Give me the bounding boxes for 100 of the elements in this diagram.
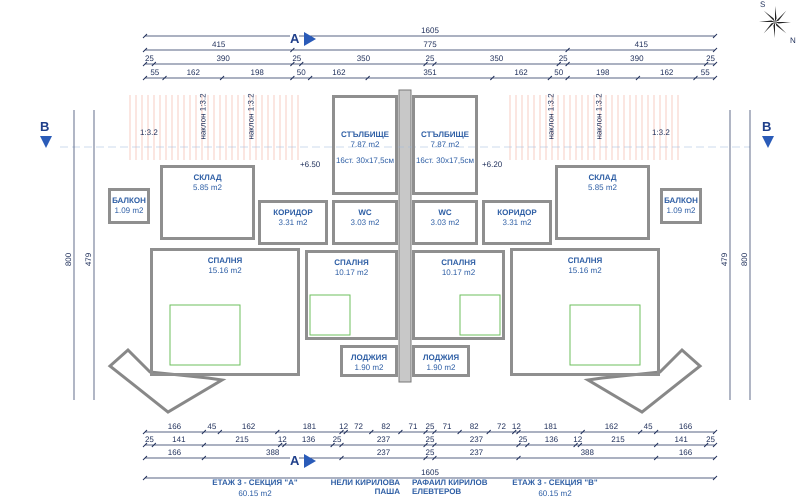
balcony bbox=[108, 188, 150, 224]
room-area: 3.03 m2 bbox=[350, 218, 380, 228]
dimension-text: 237 bbox=[468, 448, 484, 457]
dimension-text: 72 bbox=[353, 422, 364, 431]
stair-note: 16ст. 30x17,5см bbox=[416, 156, 474, 166]
dimension-text: 55 bbox=[149, 68, 160, 77]
room-name: WC bbox=[358, 208, 372, 218]
dimension-text: 25 bbox=[424, 448, 436, 457]
slope-label: наклон 1:3.2 bbox=[246, 93, 256, 140]
dimension-text: 71 bbox=[408, 422, 418, 431]
owner-name: НЕЛИ КИРИЛОВА ПАША bbox=[330, 478, 400, 496]
room-area: 3.03 m2 bbox=[430, 218, 460, 228]
section-marker-letter: B bbox=[40, 120, 50, 134]
dimension-text: 215 bbox=[610, 435, 626, 444]
room-name: WC bbox=[438, 208, 452, 218]
dimension-text: 388 bbox=[580, 448, 595, 457]
section-marker-letter: B bbox=[762, 120, 772, 134]
bedroom bbox=[150, 248, 300, 376]
dimension-text: 162 bbox=[331, 68, 347, 77]
dimension-text: 136 bbox=[300, 435, 316, 444]
owner-name: РАФАИЛ КИРИЛОВ ЕЛЕВТЕРОВ bbox=[412, 478, 489, 496]
room-name: ЛОДЖИЯ bbox=[350, 353, 388, 363]
room-name: БАЛКОН bbox=[664, 196, 698, 206]
bedroom bbox=[305, 250, 398, 340]
dimension-text: 136 bbox=[544, 435, 560, 444]
dimension-text: 82 bbox=[380, 422, 392, 431]
room-name: ЛОДЖИЯ bbox=[422, 353, 460, 363]
dimension-text: 12 bbox=[510, 422, 522, 431]
dimension-text: 775 bbox=[422, 40, 438, 49]
dimension-text: 181 bbox=[302, 422, 318, 431]
dimension-text: 800 bbox=[740, 252, 750, 266]
dimension-text: 415 bbox=[634, 40, 649, 49]
slope-label: наклон 1:3.2 bbox=[198, 93, 208, 140]
dimension-text: 25 bbox=[291, 54, 302, 63]
dimension-text: 162 bbox=[659, 68, 674, 77]
area-text: 60.15 m2 bbox=[537, 489, 573, 498]
room-name: СТЪЛБИЩЕ bbox=[340, 130, 390, 140]
dimension-text: 72 bbox=[496, 422, 507, 431]
dimension-text: 162 bbox=[186, 68, 201, 77]
dimension-text: 1605 bbox=[420, 468, 440, 477]
dimension-text: 181 bbox=[542, 422, 558, 431]
dimension-text: 800 bbox=[64, 252, 74, 266]
dimension-text: 141 bbox=[171, 435, 187, 444]
dimension-text: 25 bbox=[558, 54, 569, 63]
room-name: СПАЛНЯ bbox=[208, 256, 242, 266]
dimension-text: 25 bbox=[705, 435, 716, 444]
dimension-text: 390 bbox=[215, 54, 231, 63]
dimension-text: 25 bbox=[517, 435, 528, 444]
dimension-text: 141 bbox=[673, 435, 689, 444]
dimension-text: 479 bbox=[720, 252, 730, 266]
room-area: 3.31 m2 bbox=[502, 218, 532, 228]
dimension-text: 237 bbox=[376, 435, 392, 444]
dimension-text: 12 bbox=[338, 422, 350, 431]
dimension-text: 390 bbox=[629, 54, 645, 63]
room-area: 15.16 m2 bbox=[568, 266, 602, 276]
room-area: 5.85 m2 bbox=[193, 183, 222, 193]
loggia bbox=[412, 345, 470, 377]
dimension-text: 50 bbox=[553, 68, 564, 77]
dimension-text: 25 bbox=[144, 435, 155, 444]
dimension-text: 25 bbox=[424, 422, 436, 431]
room-name: КОРИДОР bbox=[273, 208, 313, 218]
slope-label: 1:3.2 bbox=[140, 128, 158, 137]
loggia bbox=[340, 345, 398, 377]
dimension-text: 25 bbox=[424, 54, 436, 63]
room-name: СПАЛНЯ bbox=[334, 258, 369, 268]
dimension-text: 237 bbox=[468, 435, 484, 444]
dimension-text: 162 bbox=[513, 68, 529, 77]
room-area: 10.17 m2 bbox=[442, 268, 476, 278]
compass-letter: S bbox=[760, 0, 766, 9]
section-title: ЕТАЖ 3 - СЕКЦИЯ "А" bbox=[211, 478, 299, 487]
dimension-text: 45 bbox=[206, 422, 218, 431]
dimension-text: 215 bbox=[234, 435, 250, 444]
compass-letter: N bbox=[790, 36, 796, 45]
dimension-text: 25 bbox=[332, 435, 343, 444]
wc-room bbox=[332, 200, 398, 245]
slope-label: 1:3.2 bbox=[652, 128, 670, 137]
dimension-text: 166 bbox=[678, 448, 694, 457]
room-area: 1.09 m2 bbox=[114, 206, 144, 216]
room-area: 7.87 m2 bbox=[350, 140, 380, 150]
corridor bbox=[482, 200, 552, 245]
area-text: 60.15 m2 bbox=[237, 489, 273, 498]
slope-label: наклон 1:3.2 bbox=[546, 93, 556, 140]
dimension-text: 479 bbox=[84, 252, 94, 266]
section-marker-letter: A bbox=[290, 454, 300, 468]
dimension-text: 82 bbox=[468, 422, 480, 431]
bedroom bbox=[510, 248, 660, 376]
storage-room bbox=[160, 165, 255, 240]
dimension-text: 71 bbox=[442, 422, 452, 431]
wc-room bbox=[412, 200, 478, 245]
dimension-text: 350 bbox=[356, 54, 372, 63]
corridor bbox=[258, 200, 328, 245]
dimension-text: 166 bbox=[166, 448, 182, 457]
room-name: СКЛАД bbox=[193, 173, 222, 183]
room-name: БАЛКОН bbox=[112, 196, 146, 206]
dimension-text: 198 bbox=[595, 68, 610, 77]
room-name: СПАЛНЯ bbox=[568, 256, 602, 266]
dimension-text: 25 bbox=[705, 54, 716, 63]
dimension-text: 55 bbox=[700, 68, 711, 77]
room-area: 15.16 m2 bbox=[208, 266, 242, 276]
dimension-text: 237 bbox=[376, 448, 392, 457]
